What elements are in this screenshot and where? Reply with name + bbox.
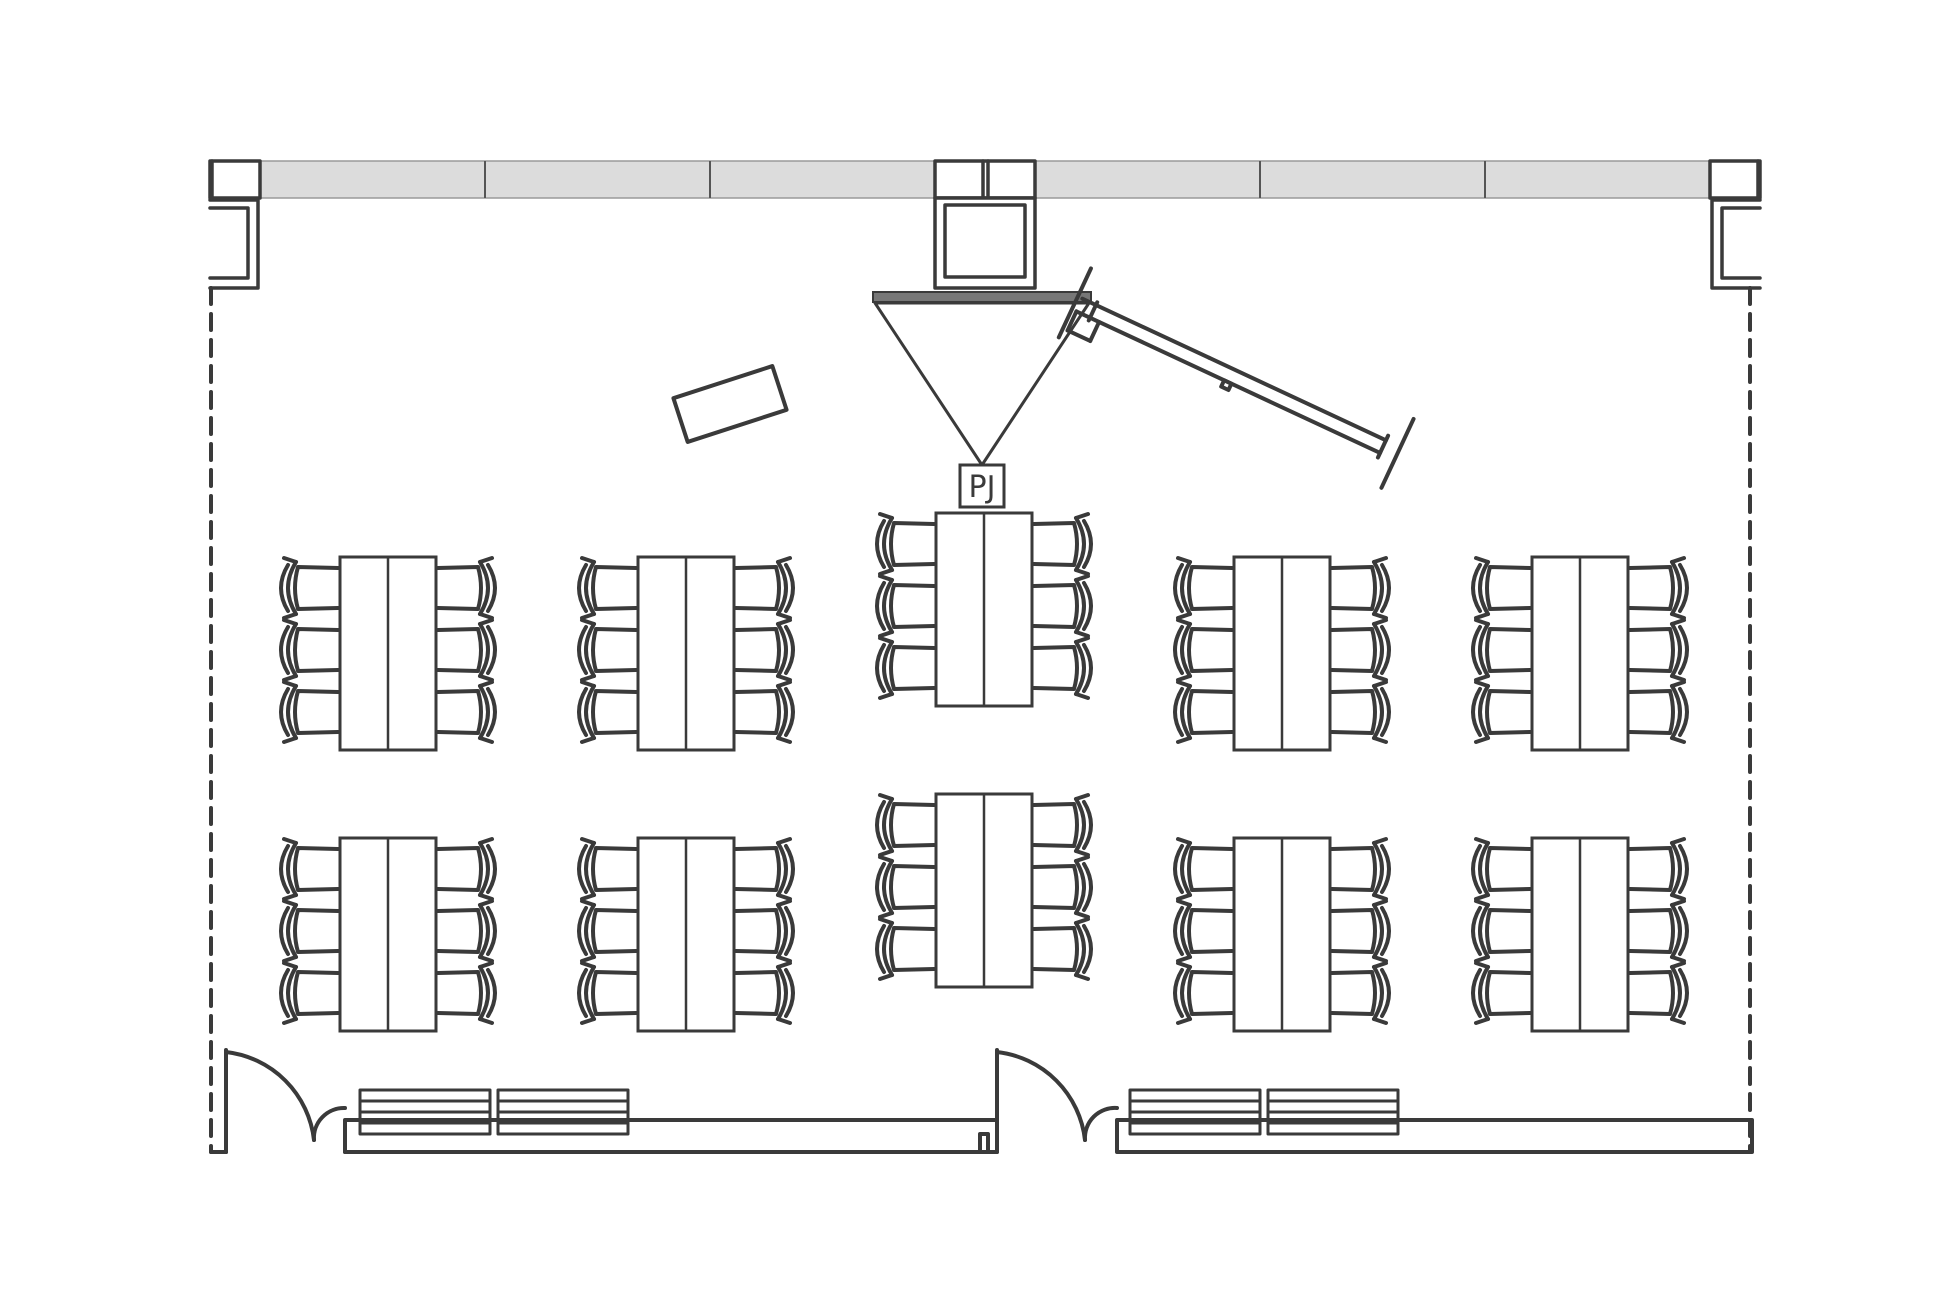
chair [1173, 899, 1234, 963]
table [636, 836, 736, 1033]
table-group [577, 555, 795, 752]
chair [1032, 855, 1093, 919]
radiator-3 [1128, 1088, 1262, 1136]
table [338, 836, 438, 1033]
chair [436, 899, 497, 963]
projector: PJ [958, 463, 1006, 509]
table-group [875, 511, 1093, 708]
chair [1032, 574, 1093, 638]
chair [1032, 512, 1093, 576]
chair [734, 961, 795, 1025]
table [1530, 555, 1630, 752]
table-group [1173, 836, 1391, 1033]
chair [1628, 837, 1689, 901]
chair [734, 837, 795, 901]
table [1232, 836, 1332, 1033]
chair [436, 837, 497, 901]
chair [875, 855, 936, 919]
chair [436, 556, 497, 620]
chair [1032, 793, 1093, 857]
chair [577, 961, 638, 1025]
chair [734, 556, 795, 620]
whiteboard-stand [1056, 266, 1416, 490]
chair [577, 680, 638, 744]
table-group [1471, 555, 1689, 752]
chair [577, 899, 638, 963]
chair [734, 680, 795, 744]
radiator-2 [496, 1088, 630, 1136]
chair [1471, 618, 1532, 682]
chair [875, 636, 936, 700]
chair [436, 618, 497, 682]
chair [577, 618, 638, 682]
chair [577, 837, 638, 901]
table-group [279, 555, 497, 752]
table-group [577, 836, 795, 1033]
side-table [671, 364, 789, 444]
chair [436, 680, 497, 744]
chair [1032, 636, 1093, 700]
center-column [933, 159, 1037, 290]
chair [1173, 618, 1234, 682]
table-group [1471, 836, 1689, 1033]
chair [279, 556, 340, 620]
chair [734, 618, 795, 682]
chair [279, 899, 340, 963]
chair [1173, 961, 1234, 1025]
table [934, 792, 1034, 989]
chair [279, 837, 340, 901]
chair [1330, 961, 1391, 1025]
radiator-1 [358, 1088, 492, 1136]
table-group [875, 792, 1093, 989]
projector-label: PJ [969, 470, 996, 505]
table [934, 511, 1034, 708]
table [636, 555, 736, 752]
chair [1330, 618, 1391, 682]
chair [1628, 899, 1689, 963]
chair [577, 556, 638, 620]
chair [1330, 899, 1391, 963]
chair [1330, 556, 1391, 620]
chair [279, 961, 340, 1025]
chair [1471, 837, 1532, 901]
chair [1471, 961, 1532, 1025]
chair [1330, 837, 1391, 901]
chair [1628, 618, 1689, 682]
chair [279, 680, 340, 744]
chair [1173, 680, 1234, 744]
chair [1628, 680, 1689, 744]
chair [1471, 680, 1532, 744]
chair [1471, 556, 1532, 620]
table [1232, 555, 1332, 752]
chair [279, 618, 340, 682]
table-group [1173, 555, 1391, 752]
chair [734, 899, 795, 963]
left-pillar [208, 159, 262, 290]
door-right [995, 1050, 1119, 1154]
radiator-4 [1266, 1088, 1400, 1136]
table-group [279, 836, 497, 1033]
chair [436, 961, 497, 1025]
table [1530, 836, 1630, 1033]
right-pillar [1708, 159, 1762, 290]
side-walls [209, 286, 1752, 1152]
chair [1330, 680, 1391, 744]
chair [1471, 899, 1532, 963]
chair [875, 574, 936, 638]
chair [1628, 556, 1689, 620]
chair [1628, 961, 1689, 1025]
chair [1173, 556, 1234, 620]
projector-beam [873, 301, 1091, 467]
chair [875, 512, 936, 576]
chair [875, 917, 936, 981]
chair [1032, 917, 1093, 981]
projection-screen [872, 291, 1092, 303]
chair [1173, 837, 1234, 901]
door-left [224, 1050, 347, 1154]
chair [875, 793, 936, 857]
table [338, 555, 438, 752]
table-groups [279, 511, 1689, 1033]
